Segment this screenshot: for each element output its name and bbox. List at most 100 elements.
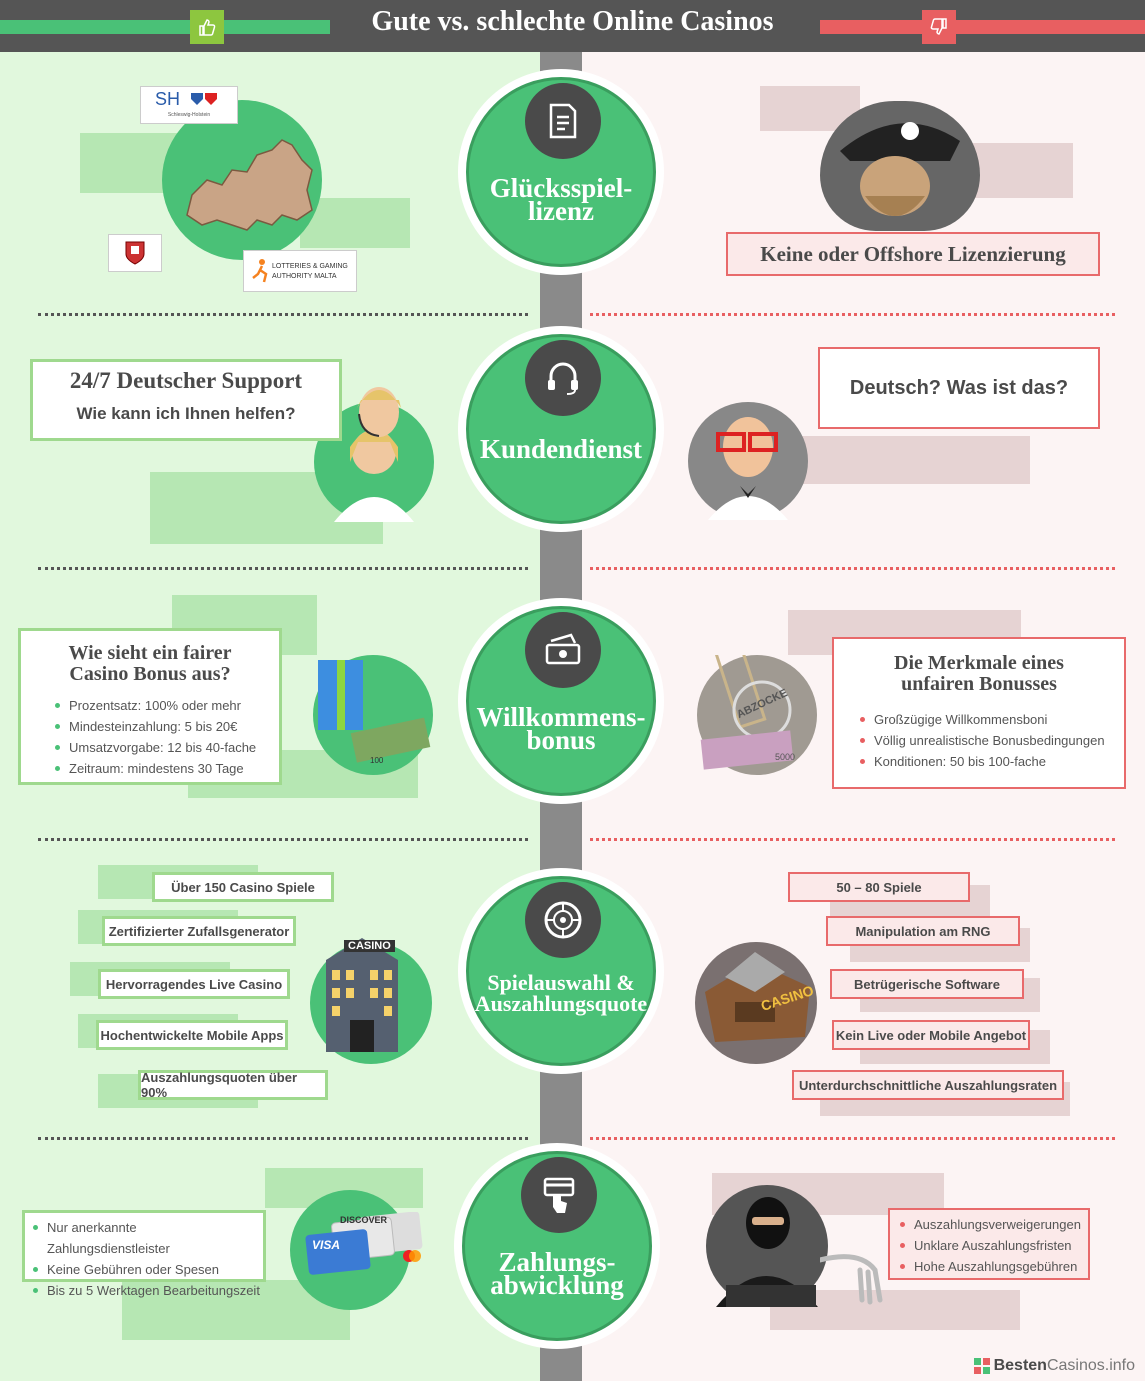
- thumbs-down-icon: [922, 10, 956, 44]
- bonus-bad-box: Die Merkmale eines unfairen Bonusses Gro…: [832, 637, 1126, 789]
- list-item: Bis zu 5 Werktagen Bearbeitungszeit: [33, 1280, 263, 1301]
- center-circle-payment: Zahlungs- abwicklung: [454, 1143, 660, 1349]
- separator-right-1: [590, 313, 1115, 316]
- card-visa-label: VISA: [312, 1238, 341, 1252]
- sh-crest-icon: [189, 91, 219, 107]
- thief-hand: [817, 1240, 890, 1310]
- games-good-pill-5: Auszahlungsquoten über 90%: [138, 1070, 328, 1100]
- bonus-good-title-2: Casino Bonus aus?: [69, 663, 231, 685]
- banknote-label: 5000: [775, 752, 796, 762]
- list-item: Nur anerkannte Zahlungsdienstleister: [33, 1217, 263, 1259]
- thumbs-up-icon: [190, 10, 224, 44]
- separator-right-3: [590, 838, 1115, 841]
- card-discover-label: DISCOVER: [340, 1215, 388, 1225]
- malta-badge-line1: LOTTERIES & GAMING: [272, 263, 348, 270]
- gibraltar-license-badge: [108, 234, 162, 272]
- brand-name-rest: Casinos.info: [1046, 1357, 1135, 1374]
- support-good-title: 24/7 Deutscher Support: [69, 368, 303, 393]
- credit-cards-image: [305, 1211, 423, 1280]
- license-bad-text: Keine oder Offshore Lizenzierung: [760, 241, 1066, 266]
- center-label-bonus-2: bonus: [526, 725, 596, 755]
- center-circle-bonus: Willkommens- bonus: [458, 598, 664, 804]
- support-bad-text: Deutsch? Was ist das?: [849, 376, 1069, 399]
- header-green-stripe: [0, 20, 330, 34]
- list-item: Zeitraum: mindestens 30 Tage: [55, 758, 256, 779]
- games-good-pill-3: Hervorragendes Live Casino: [98, 969, 290, 999]
- bonus-bad-title-1: Die Merkmale eines: [894, 652, 1064, 674]
- trap-image: [697, 641, 817, 775]
- separator-right-4: [590, 1137, 1115, 1140]
- center-label-license-2: lizenz: [528, 196, 594, 226]
- games-bad-pill-1: 50 – 80 Spiele: [788, 872, 970, 902]
- brand-logo-icon: [973, 1358, 990, 1374]
- payment-good-list: Nur anerkannte Zahlungsdienstleister Kei…: [33, 1217, 263, 1301]
- games-bad-pill-2: Manipulation am RNG: [826, 916, 1020, 946]
- payment-bad-list: Auszahlungsverweigerungen Unklare Auszah…: [900, 1214, 1081, 1277]
- list-item: Umsatzvorgabe: 12 bis 40-fache: [55, 737, 256, 758]
- separator-right-2: [590, 567, 1115, 570]
- card-terminal-icon: [521, 1157, 597, 1233]
- sh-badge-text: SH: [155, 89, 181, 109]
- center-label-games-2: Auszahlungsquote: [474, 991, 648, 1016]
- sh-badge-subtitle: Schleswig-Holstein: [167, 112, 211, 118]
- pirate-image: [820, 101, 980, 231]
- separator-left-2: [38, 567, 528, 570]
- payment-good-box: Nur anerkannte Zahlungsdienstleister Kei…: [22, 1210, 266, 1298]
- thief-image: [716, 1197, 818, 1307]
- list-item: Großzügige Willkommensboni: [860, 709, 1105, 730]
- casino-sign-good: CASINO: [344, 940, 395, 952]
- center-label-payment-1: Zahlungs-: [498, 1247, 616, 1277]
- games-good-pill-1: Über 150 Casino Spiele: [152, 872, 334, 902]
- center-label-payment-2: abwicklung: [490, 1270, 624, 1300]
- license-bad-box: Keine oder Offshore Lizenzierung: [726, 232, 1100, 276]
- list-item: Prozentsatz: 100% oder mehr: [55, 695, 256, 716]
- gibraltar-crest-icon: [125, 241, 145, 265]
- center-label-license-1: Glücksspiel-: [489, 173, 633, 203]
- list-item: Völlig unrealistische Bonusbedingungen: [860, 730, 1105, 751]
- gift-money-circle: [313, 655, 433, 775]
- center-circle-games: Spielauswahl & Auszahlungsquote: [458, 868, 664, 1074]
- gift-box-icon: [318, 660, 431, 763]
- list-item: Keine Gebühren oder Spesen: [33, 1259, 263, 1280]
- sh-license-badge: SH Schleswig-Holstein: [140, 86, 238, 124]
- money-bundle-label: 100: [370, 756, 384, 765]
- angry-man-image: [688, 402, 808, 520]
- header-red-stripe: [820, 20, 1145, 34]
- games-bad-pill-5: Unterdurchschnittliche Auszahlungsraten: [792, 1070, 1064, 1100]
- support-good-subtitle: Wie kann ich Ihnen helfen?: [76, 404, 296, 423]
- shack-casino-image: [705, 952, 810, 1042]
- malta-license-badge: LOTTERIES & GAMING AUTHORITY MALTA: [243, 250, 357, 292]
- malta-runner-icon: [250, 257, 270, 285]
- list-item: Unklare Auszahlungsfristen: [900, 1235, 1081, 1256]
- bonus-good-title-1: Wie sieht ein fairer: [68, 642, 232, 664]
- list-item: Konditionen: 50 bis 100-fache: [860, 751, 1105, 772]
- bonus-bad-title-2: unfairen Bonusses: [901, 673, 1057, 695]
- support-agent-image: [334, 429, 414, 522]
- list-item: Mindesteinzahlung: 5 bis 20€: [55, 716, 256, 737]
- center-label-games-1: Spielauswahl &: [487, 970, 635, 995]
- separator-left-1: [38, 313, 528, 316]
- center-circle-license: Glücksspiel- lizenz: [458, 69, 664, 275]
- games-bad-pill-3: Betrügerische Software: [830, 969, 1024, 999]
- brand-name-bold: Besten: [993, 1357, 1047, 1374]
- europe-map-circle: [162, 100, 322, 260]
- center-label-bonus-1: Willkommens-: [476, 702, 646, 732]
- support-bad-box: Deutsch? Was ist das?: [818, 347, 1100, 429]
- money-icon: [525, 612, 601, 688]
- center-label-support: Kundendienst: [479, 434, 643, 464]
- glasses-icon: [716, 432, 746, 452]
- support-agent-head: [345, 372, 410, 452]
- list-item: Auszahlungsverweigerungen: [900, 1214, 1081, 1235]
- page-title: Gute vs. schlechte Online Casinos: [371, 6, 774, 37]
- games-good-pill-2: Zertifizierter Zufallsgenerator: [102, 916, 296, 946]
- shack-circle: [695, 942, 817, 1064]
- headset-icon: [358, 413, 380, 437]
- roulette-icon: [525, 882, 601, 958]
- thief-circle: [706, 1185, 828, 1307]
- bonus-bad-list: Großzügige Willkommensboni Völlig unreal…: [860, 709, 1105, 772]
- support-good-box: 24/7 Deutscher Support Wie kann ich Ihne…: [30, 359, 342, 441]
- payment-bad-box: Auszahlungsverweigerungen Unklare Auszah…: [888, 1208, 1090, 1280]
- bonus-good-box: Wie sieht ein fairer Casino Bonus aus? P…: [18, 628, 282, 785]
- license-good-shadow-2: [300, 198, 410, 248]
